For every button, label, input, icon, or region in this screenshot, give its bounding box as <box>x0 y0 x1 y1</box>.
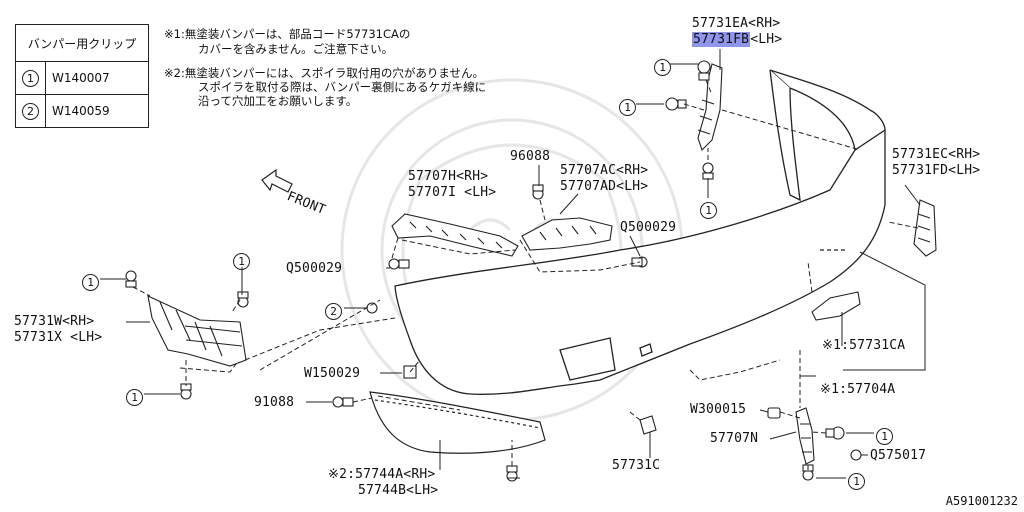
callout-clip-1: 1 <box>876 425 893 445</box>
callout-clip-2: 2 <box>325 300 342 320</box>
callout-clip-1: 1 <box>126 386 143 406</box>
part-label-q575017[interactable]: Q575017 <box>870 448 927 463</box>
figure-code: A591001232 <box>945 494 1018 508</box>
clip-code: W140007 <box>45 61 149 95</box>
left-side-bracket <box>147 295 247 367</box>
table-row: 2 W140059 <box>15 94 149 128</box>
part-label-57731ca[interactable]: ※1:57731CA <box>822 338 906 353</box>
cover-57731ca <box>811 291 861 321</box>
note-2-line-1: ※2:無塗装バンパーには、スポイラ取付用の穴がありません。 <box>164 66 485 80</box>
callout-number: 2 <box>22 102 39 120</box>
part-label-57707ac[interactable]: 57707AC<RH> <box>560 163 649 178</box>
callout-clip-1: 1 <box>848 470 865 490</box>
note-2-line-3: 沿って穴加工をお願いします。 <box>198 94 358 108</box>
table-row: 1 W140007 <box>15 61 149 95</box>
note-2-line-2: スポイラを取付る際は、バンパー裏側にあるケガキ線に <box>198 80 487 94</box>
small-part-57731c <box>639 415 657 435</box>
lower-bracket-57707n <box>795 407 815 465</box>
front-arrow <box>261 168 293 193</box>
part-label-96088[interactable]: 96088 <box>510 149 551 164</box>
upper-bracket-57707ac <box>521 217 613 251</box>
part-label-57731ea[interactable]: 57731EA<RH> <box>692 16 781 31</box>
part-label-w150029[interactable]: W150029 <box>304 366 361 381</box>
part-label-57731x[interactable]: 57731X <LH> <box>14 330 103 345</box>
part-label-57707i[interactable]: 57707I <LH> <box>408 185 497 200</box>
part-label-57731c[interactable]: 57731C <box>612 458 661 473</box>
part-label-91088[interactable]: 91088 <box>254 395 295 410</box>
part-label-57744a[interactable]: ※2:57744A<RH> <box>328 467 436 482</box>
right-side-bracket-57731ec <box>913 199 937 257</box>
part-label-57744b[interactable]: 57744B<LH> <box>358 483 439 498</box>
callout-clip-1: 1 <box>233 250 250 270</box>
part-label-57731w[interactable]: 57731W<RH> <box>14 314 95 329</box>
part-label-57731fb[interactable]: 57731FB<LH> <box>692 32 783 47</box>
part-label-q500029-right[interactable]: Q500029 <box>620 220 677 235</box>
part-label-57707ad[interactable]: 57707AD<LH> <box>560 179 649 194</box>
note-1-line-2: カバーを含みません。ご注意下さい。 <box>198 42 394 56</box>
part-label-57731fd[interactable]: 57731FD<LH> <box>892 163 981 178</box>
part-label-57731ec[interactable]: 57731EC<RH> <box>892 147 981 162</box>
leader-lines <box>100 49 926 479</box>
upper-bracket-57707h <box>391 213 519 257</box>
note-1-line-1: ※1:無塗装バンパーは、部品コード57731CAの <box>164 27 411 41</box>
clip-table-header: バンパー用クリップ <box>15 24 149 62</box>
upper-side-bracket-57731ea <box>697 63 723 152</box>
callout-number: 1 <box>22 69 39 87</box>
callout-clip-1: 1 <box>654 56 671 76</box>
part-label-57704a[interactable]: ※1:57704A <box>820 382 896 397</box>
clip-code: W140059 <box>45 94 149 128</box>
assembly-lines <box>132 79 919 470</box>
part-label-w300015[interactable]: W300015 <box>690 402 747 417</box>
part-label-q500029-left[interactable]: Q500029 <box>286 261 343 276</box>
fasteners <box>125 60 862 482</box>
callout-clip-1: 1 <box>82 271 99 291</box>
callout-clip-1: 1 <box>619 96 636 116</box>
lower-spoiler <box>369 391 546 454</box>
clip-table: バンパー用クリップ 1 W140007 2 W140059 <box>15 24 149 128</box>
part-label-57731fb-suffix: <LH> <box>750 32 783 47</box>
part-label-57731fb-highlight[interactable]: 57731FB <box>692 32 751 47</box>
part-label-57707h[interactable]: 57707H<RH> <box>408 169 489 184</box>
part-label-57707n[interactable]: 57707N <box>710 431 759 446</box>
callout-clip-1: 1 <box>700 199 717 219</box>
